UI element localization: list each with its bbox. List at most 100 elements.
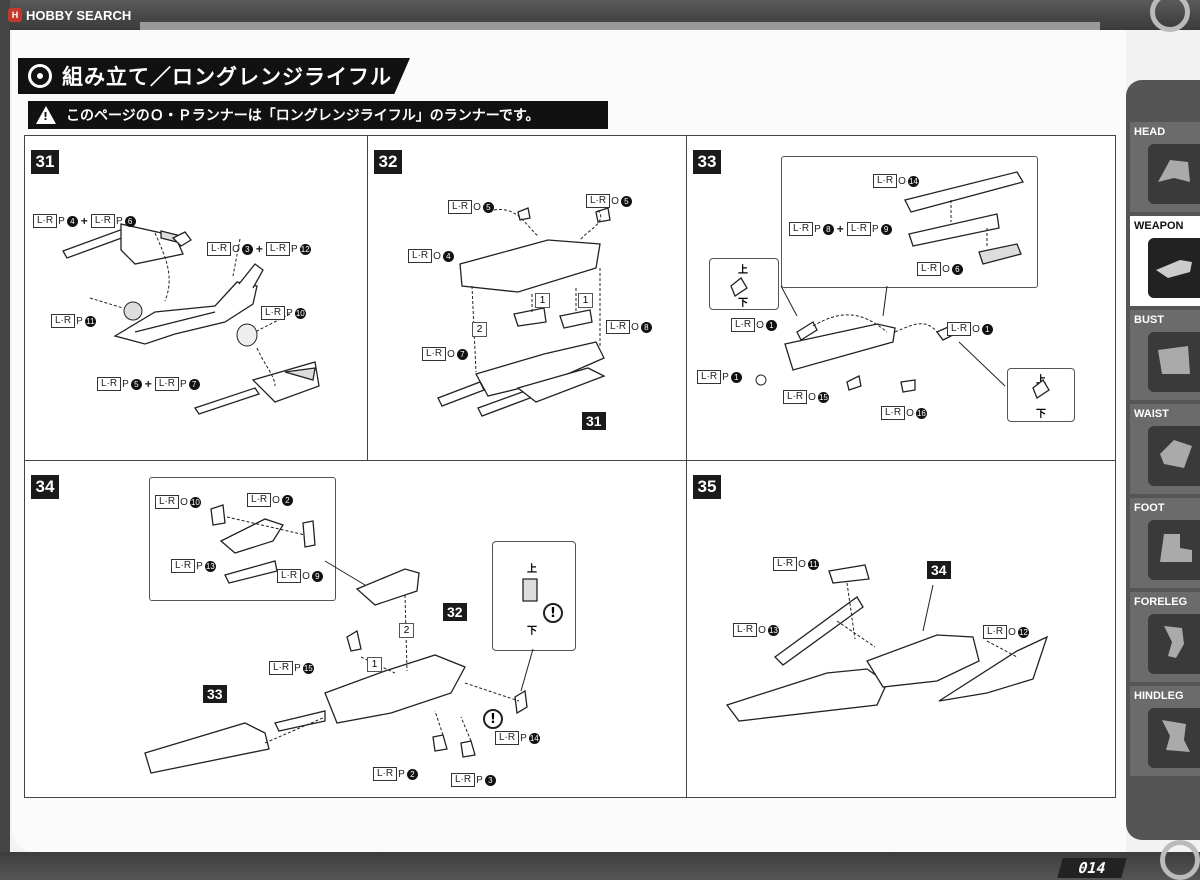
lower-gun-part bbox=[193, 361, 320, 415]
logo-badge-icon: H bbox=[8, 8, 22, 22]
runner-note-bar: ! このページのＯ・Ｐランナーは「ロングレンジライフル」のランナーです。 bbox=[28, 101, 608, 129]
bust-icon bbox=[1148, 332, 1200, 392]
hindleg-icon bbox=[1148, 708, 1200, 768]
runner-note: このページのＯ・Ｐランナーは「ロングレンジライフル」のランナーです。 bbox=[66, 108, 540, 124]
step-33-diagram bbox=[730, 171, 1050, 399]
up-label: 上 bbox=[1036, 375, 1046, 386]
sidebar-tab-label: HEAD bbox=[1134, 126, 1166, 138]
head-icon bbox=[1148, 144, 1200, 204]
reference-step-badge: 31 bbox=[582, 412, 606, 430]
step-31-diagram bbox=[62, 223, 320, 415]
sidebar-tab-label: FOOT bbox=[1134, 502, 1165, 514]
page-title: 組み立て／ロングレンジライフル bbox=[62, 65, 392, 89]
weapon-icon bbox=[1148, 238, 1200, 298]
sidebar-tab-label: WAIST bbox=[1134, 408, 1169, 420]
sidebar-tab-label: FORELEG bbox=[1134, 596, 1188, 608]
sidebar-tab-label: BUST bbox=[1134, 314, 1164, 326]
sequence-2-badge: 2 bbox=[472, 322, 487, 337]
sequence-2-badge: 2 bbox=[399, 623, 414, 638]
sidebar-tab-label: WEAPON bbox=[1134, 220, 1184, 232]
step-32-diagram bbox=[437, 207, 611, 417]
down-label: 下 bbox=[1036, 409, 1046, 420]
caution-icon: ! bbox=[543, 603, 563, 623]
waist-icon bbox=[1148, 426, 1200, 486]
gear-decoration-icon bbox=[1150, 0, 1190, 32]
reference-step-badge: 33 bbox=[203, 685, 227, 703]
step-number: 32 bbox=[374, 150, 402, 174]
left-frame bbox=[0, 0, 10, 880]
down-label: 下 bbox=[738, 298, 748, 309]
reference-step-badge: 32 bbox=[443, 603, 467, 621]
step-34-diagram bbox=[144, 504, 538, 774]
sidebar-tab-waist[interactable]: WAIST bbox=[1130, 404, 1200, 494]
sidebar-tab-bust[interactable]: BUST bbox=[1130, 310, 1200, 400]
caution-icon: ! bbox=[483, 709, 503, 729]
down-label: 下 bbox=[527, 626, 537, 637]
foot-icon bbox=[1148, 520, 1200, 580]
sequence-1-badge: 1 bbox=[367, 657, 382, 672]
step-number: 35 bbox=[693, 475, 721, 499]
up-label: 上 bbox=[738, 265, 748, 276]
gear-decoration-icon bbox=[1160, 840, 1200, 880]
upper-shell-part bbox=[459, 239, 601, 293]
section-title-bar: 組み立て／ロングレンジライフル bbox=[18, 58, 410, 94]
body-frame-part bbox=[113, 263, 264, 345]
top-frame bbox=[0, 0, 1200, 30]
ball-part bbox=[236, 323, 258, 347]
sidebar-tab-hindleg[interactable]: HINDLEG bbox=[1130, 686, 1200, 776]
sidebar-tab-head[interactable]: HEAD bbox=[1130, 122, 1200, 212]
reference-step-badge: 34 bbox=[927, 561, 951, 579]
step-number: 31 bbox=[31, 150, 59, 174]
step-35-diagram bbox=[725, 564, 1049, 722]
gun-barrel-part bbox=[62, 223, 192, 265]
sequence-1-badge: 1 bbox=[535, 293, 550, 308]
logo-text: HOBBY SEARCH bbox=[26, 7, 132, 23]
sidebar-tab-foot[interactable]: FOOT bbox=[1130, 498, 1200, 588]
site-logo[interactable]: H HOBBY SEARCH bbox=[8, 6, 131, 24]
step-panel-34: 34 上 下 ! ! bbox=[24, 460, 687, 798]
step-number: 34 bbox=[31, 475, 59, 499]
sidebar-tab-label: HINDLEG bbox=[1134, 690, 1184, 702]
warning-icon: ! bbox=[36, 106, 56, 124]
sidebar-tab-weapon[interactable]: WEAPON bbox=[1130, 216, 1200, 306]
step-number: 33 bbox=[693, 150, 721, 174]
bottom-frame bbox=[0, 852, 1200, 880]
up-label: 上 bbox=[527, 564, 537, 575]
sidebar-tab-foreleg[interactable]: FORELEG bbox=[1130, 592, 1200, 682]
page-number: 014 bbox=[1057, 858, 1127, 878]
gear-icon bbox=[28, 64, 52, 88]
foreleg-icon bbox=[1148, 614, 1200, 674]
